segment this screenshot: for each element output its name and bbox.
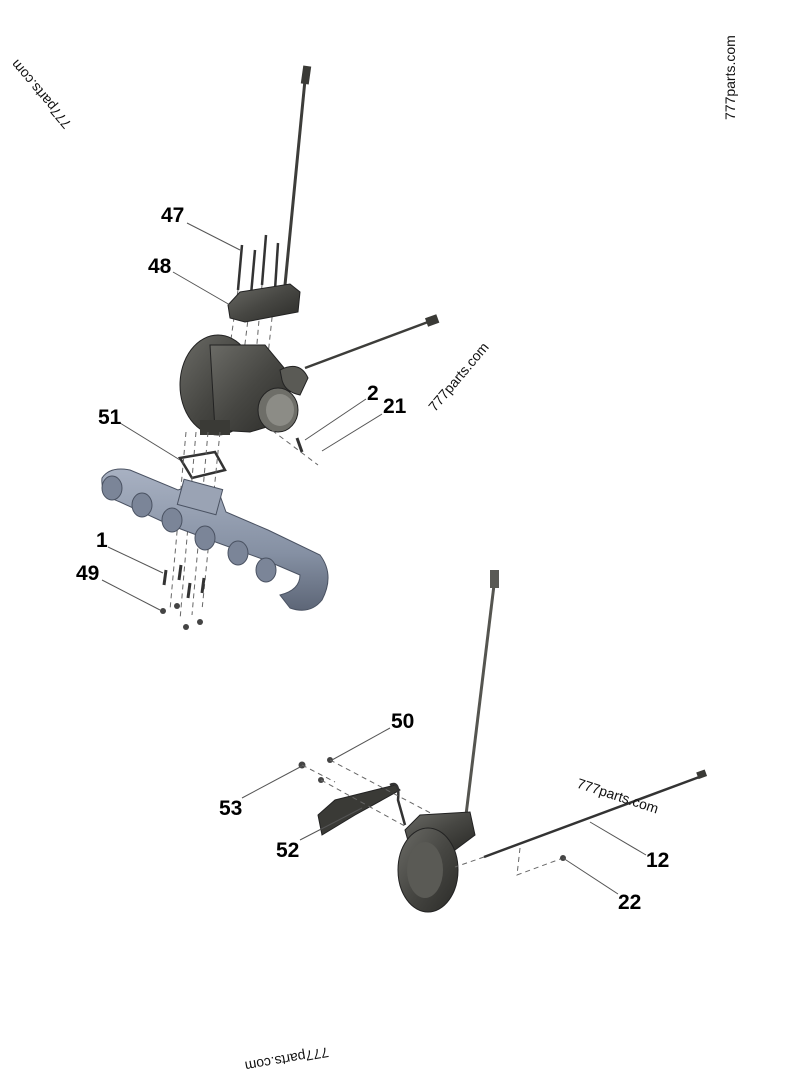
exhaust-manifold	[101, 468, 329, 611]
actuator-48	[227, 283, 301, 323]
callout-2: 2	[367, 382, 379, 405]
callout-1: 1	[96, 529, 108, 552]
leader-line-48	[172, 271, 231, 306]
nuts-49	[160, 603, 203, 630]
callout-50: 50	[391, 710, 415, 733]
turbo-lower	[397, 811, 476, 913]
callout-leader-lines	[101, 222, 647, 895]
bracket-52	[317, 782, 407, 836]
watermark-text: 777parts.com	[722, 35, 738, 120]
leader-line-49	[101, 579, 161, 611]
callout-49: 49	[76, 562, 100, 585]
leader-line-53	[241, 765, 303, 799]
callout-51: 51	[98, 406, 122, 429]
fasteners-50-53	[298, 757, 333, 783]
bolts-47	[236, 234, 280, 296]
leader-line-22	[562, 857, 619, 895]
callout-52: 52	[276, 839, 300, 862]
fastener-dashes	[301, 759, 441, 831]
turbocharger	[179, 334, 309, 436]
sensor-cable-turbo	[304, 314, 440, 370]
callout-21: 21	[383, 395, 407, 418]
sensor-cable-lower	[464, 570, 499, 816]
callout-47: 47	[161, 204, 185, 227]
callout-12: 12	[646, 849, 670, 872]
leader-line-50	[331, 727, 391, 761]
gasket-51	[177, 450, 227, 480]
callout-53: 53	[219, 797, 243, 820]
leader-line-52	[299, 807, 363, 841]
leader-line-2	[304, 398, 367, 441]
leader-line-21	[321, 413, 383, 452]
clamp-2-21	[264, 424, 319, 466]
leader-line-51	[119, 422, 181, 461]
leader-line-1	[107, 546, 164, 574]
leader-line-47	[186, 222, 241, 251]
callout-48: 48	[148, 255, 172, 278]
sensor-cable-12	[454, 769, 708, 876]
sensor-cable-upper	[283, 65, 312, 286]
studs-1	[162, 564, 206, 599]
leader-line-12	[589, 821, 647, 856]
callout-22: 22	[618, 891, 642, 914]
